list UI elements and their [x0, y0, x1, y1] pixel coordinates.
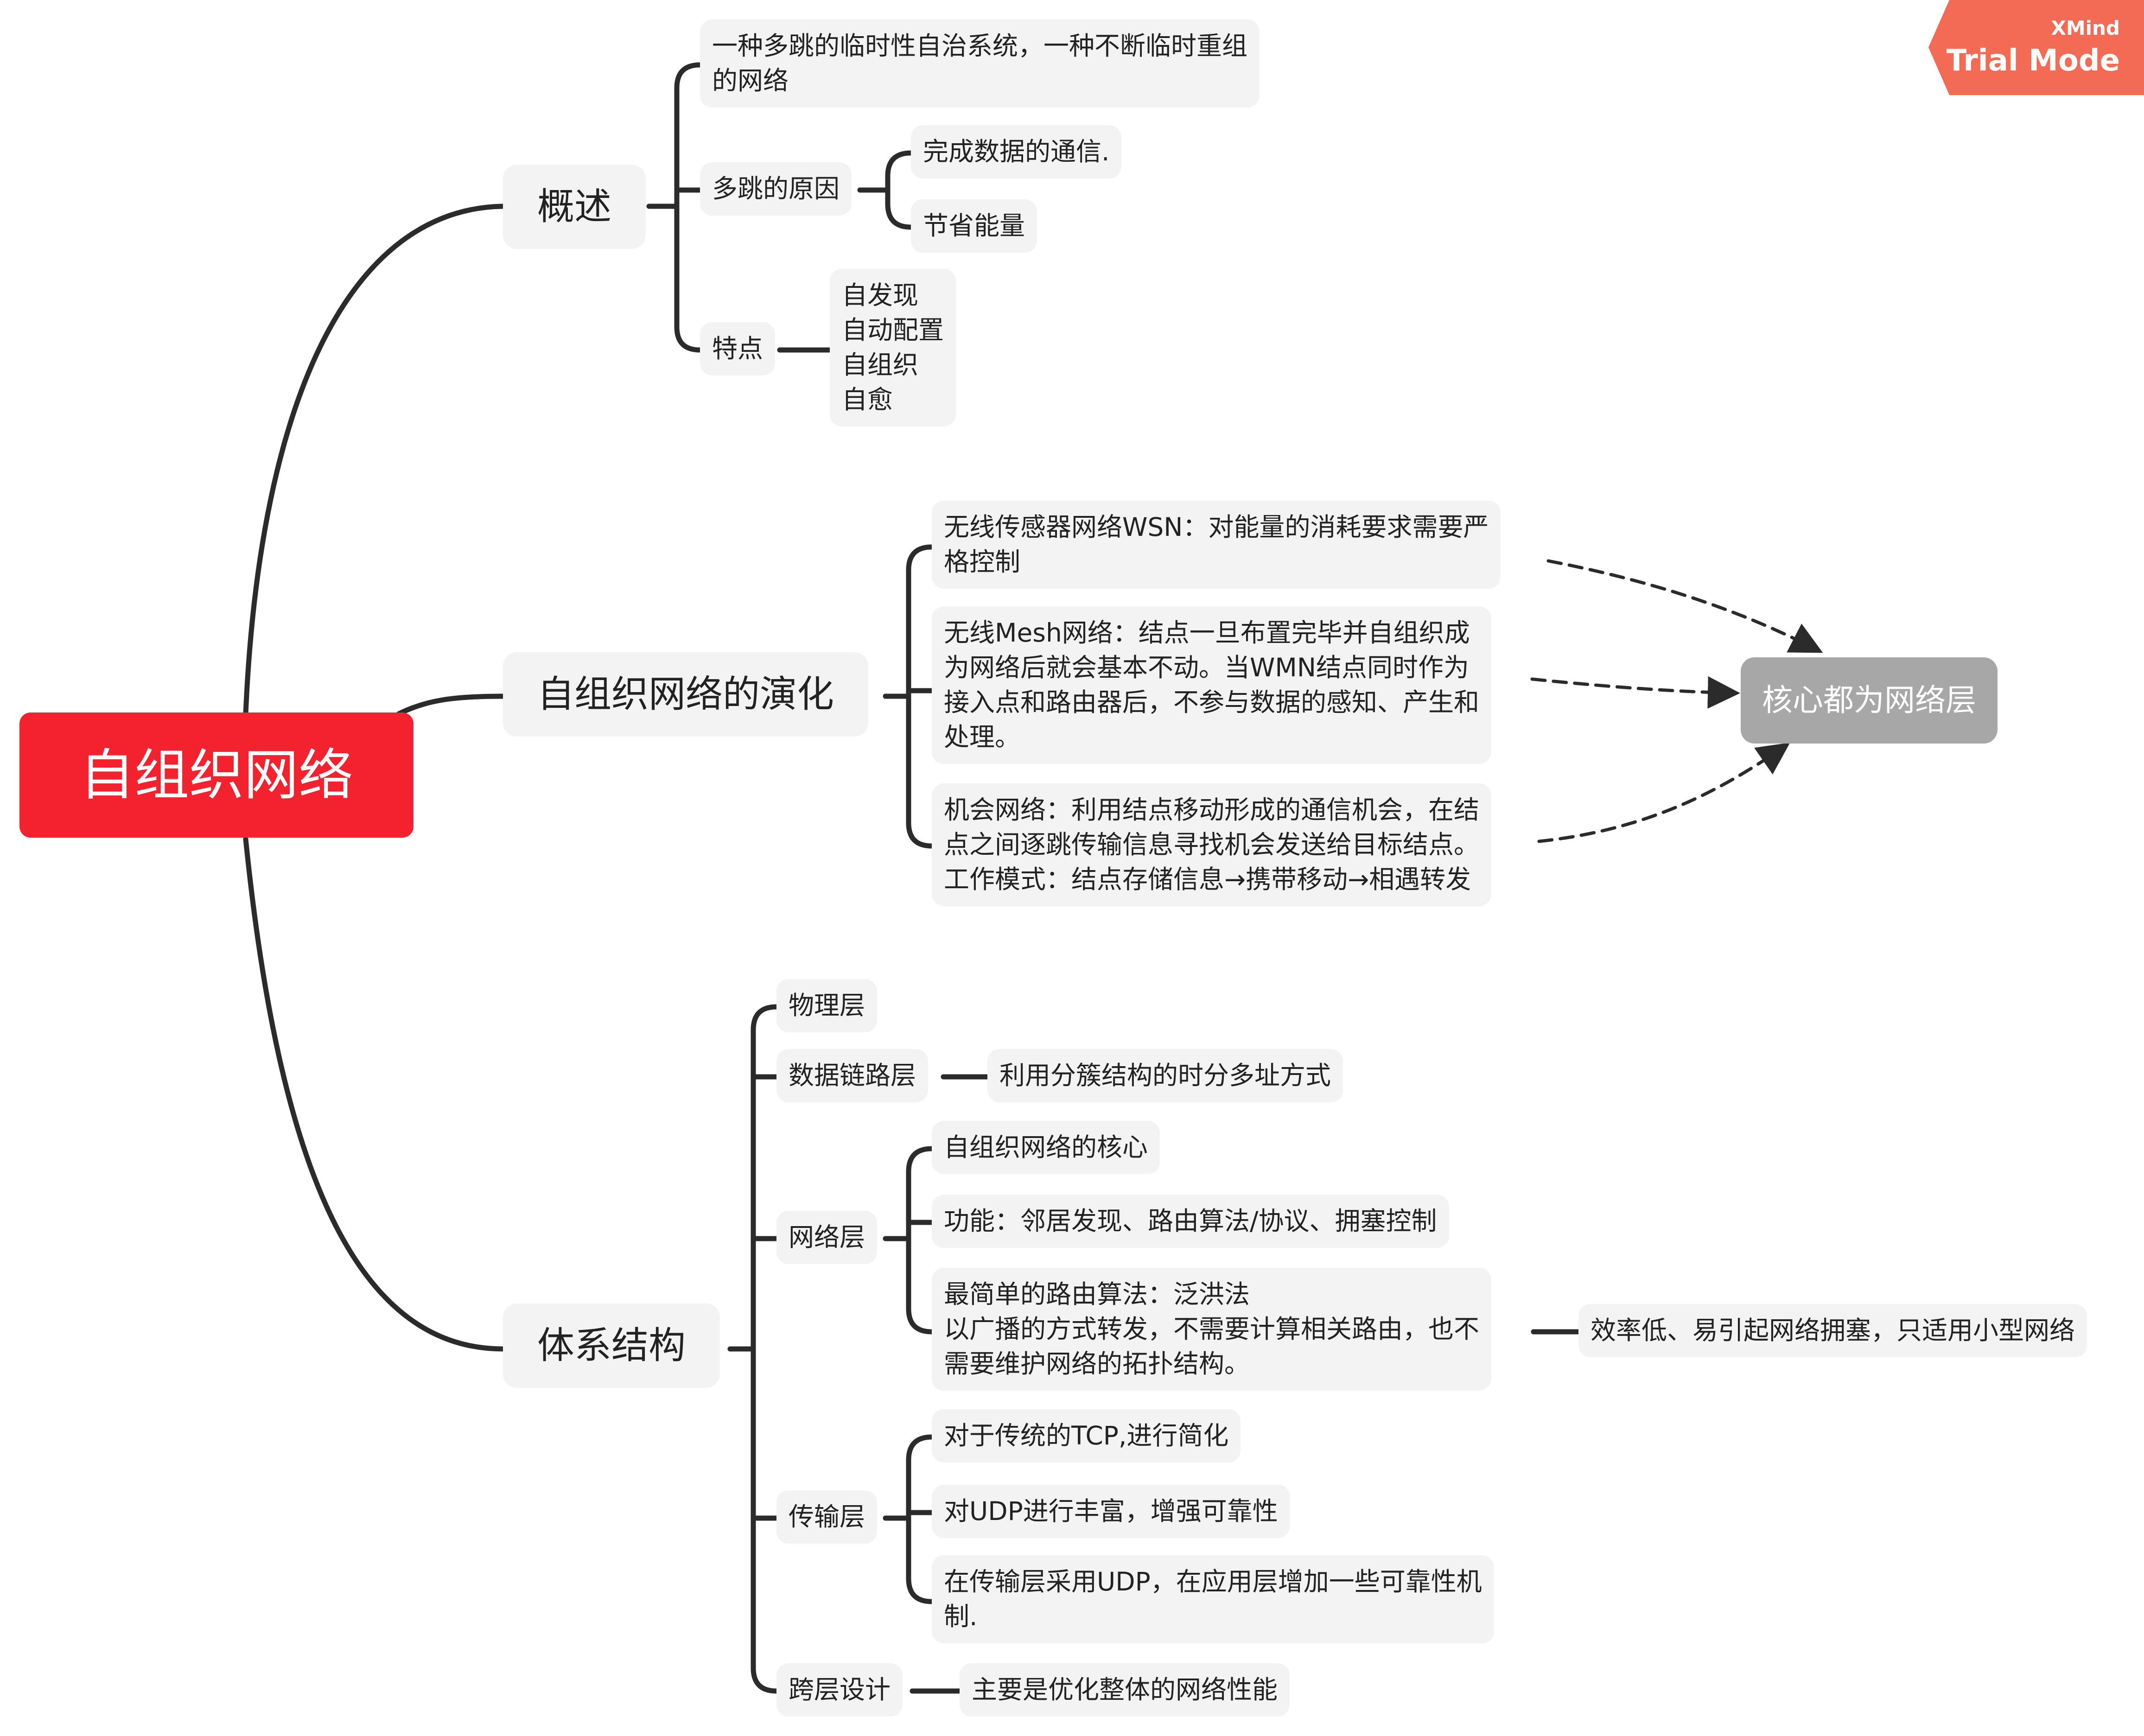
badge-shape — [1928, 0, 2144, 95]
features-list[interactable]: 自发现 自动配置 自组织 自愈 — [830, 269, 956, 426]
layer-network[interactable]: 网络层 — [776, 1211, 878, 1264]
evolution-opportunistic-line: 机会网络：利用结点移动形成的通信机会，在结 — [944, 795, 1480, 825]
transport-item[interactable]: 在传输层采用UDP，在应用层增加一些可靠性机 制. — [932, 1555, 1494, 1643]
datalink-detail[interactable]: 利用分簇结构的时分多址方式 — [987, 1049, 1343, 1102]
evolution-mesh-line: 处理。 — [944, 722, 1021, 752]
transport-item[interactable]: 对UDP进行丰富，增强可靠性 — [932, 1485, 1290, 1538]
network-flooding-line: 需要维护网络的拓扑结构。 — [944, 1349, 1250, 1379]
feature-item: 自发现 — [842, 280, 919, 310]
root-topic[interactable]: 自组织网络 — [19, 712, 414, 838]
evolution-mesh-line: 接入点和路由器后，不参与数据的感知、产生和 — [944, 687, 1480, 717]
evolution-wsn-line: 无线传感器网络WSN：对能量的消耗要求需要严 — [944, 512, 1489, 542]
network-flooding-line: 以广播的方式转发，不需要计算相关路由，也不 — [944, 1314, 1480, 1344]
feature-item: 自动配置 — [842, 315, 944, 345]
badge-brand: XMind — [2051, 17, 2120, 39]
network-flooding-line: 最简单的路由算法：泛洪法 — [944, 1279, 1250, 1309]
feature-item: 自组织 — [842, 350, 919, 380]
layer-physical[interactable]: 物理层 — [776, 979, 878, 1032]
network-flooding-note[interactable]: 效率低、易引起网络拥塞，只适用小型网络 — [1578, 1304, 2087, 1357]
overview-definition-line: 的网络 — [712, 66, 789, 95]
evolution-mesh-line: 为网络后就会基本不动。当WMN结点同时作为 — [944, 653, 1469, 682]
trial-mode-badge: XMind Trial Mode — [1928, 0, 2144, 95]
overview-definition[interactable]: 一种多跳的临时性自治系统，一种不断临时重组 的网络 — [700, 19, 1260, 108]
hub-network-layer-core[interactable]: 核心都为网络层 — [1741, 657, 1998, 744]
evolution-mesh-line: 无线Mesh网络：结点一旦布置完毕并自组织成 — [944, 618, 1470, 648]
crosslayer-detail[interactable]: 主要是优化整体的网络性能 — [960, 1663, 1290, 1717]
evolution-wsn[interactable]: 无线传感器网络WSN：对能量的消耗要求需要严 格控制 — [932, 501, 1501, 589]
layer-datalink[interactable]: 数据链路层 — [776, 1049, 929, 1102]
evolution-opportunistic-line: 点之间逐跳传输信息寻找机会发送给目标结点。 — [944, 830, 1480, 859]
evolution-mesh[interactable]: 无线Mesh网络：结点一旦布置完毕并自组织成 为网络后就会基本不动。当WMN结点… — [932, 606, 1492, 764]
overview-definition-line: 一种多跳的临时性自治系统，一种不断临时重组 — [712, 31, 1248, 61]
network-function[interactable]: 功能：邻居发现、路由算法/协议、拥塞控制 — [932, 1195, 1449, 1248]
evolution-opportunistic-line: 工作模式：结点存储信息→携带移动→相遇转发 — [944, 865, 1471, 894]
evolution-wsn-line: 格控制 — [944, 547, 1021, 577]
features-topic[interactable]: 特点 — [700, 322, 776, 375]
transport-item-line: 在传输层采用UDP，在应用层增加一些可靠性机 — [944, 1567, 1482, 1596]
transport-item-line: 制. — [944, 1602, 978, 1631]
multihop-reason-item[interactable]: 节省能量 — [911, 199, 1037, 253]
evolution-opportunistic[interactable]: 机会网络：利用结点移动形成的通信机会，在结 点之间逐跳传输信息寻找机会发送给目标… — [932, 783, 1492, 906]
layer-transport[interactable]: 传输层 — [776, 1490, 878, 1544]
branch-evolution[interactable]: 自组织网络的演化 — [503, 652, 868, 737]
multihop-reason-topic[interactable]: 多跳的原因 — [700, 162, 852, 216]
feature-item: 自愈 — [842, 385, 893, 414]
branch-architecture[interactable]: 体系结构 — [503, 1304, 720, 1388]
branch-overview[interactable]: 概述 — [503, 165, 646, 249]
multihop-reason-item[interactable]: 完成数据的通信. — [911, 125, 1122, 178]
layer-crosslayer[interactable]: 跨层设计 — [776, 1663, 903, 1717]
transport-item[interactable]: 对于传统的TCP,进行简化 — [932, 1409, 1241, 1463]
network-flooding[interactable]: 最简单的路由算法：泛洪法 以广播的方式转发，不需要计算相关路由，也不 需要维护网… — [932, 1268, 1492, 1391]
badge-mode: Trial Mode — [1946, 44, 2120, 78]
network-core[interactable]: 自组织网络的核心 — [932, 1121, 1160, 1174]
